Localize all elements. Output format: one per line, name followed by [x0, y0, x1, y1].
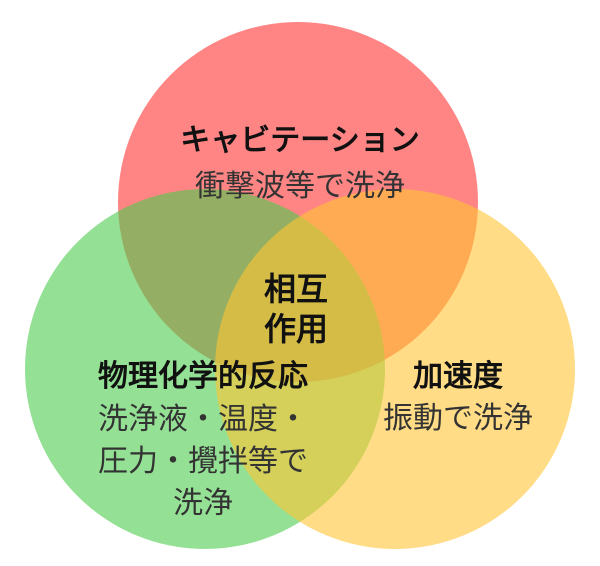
physicochemical-description-line-2: 圧力・攪拌等で — [98, 444, 308, 479]
cavitation-title: キャビテーション — [180, 123, 419, 158]
physicochemical-description-line-3: 洗浄 — [173, 486, 233, 521]
circles-group — [25, 22, 575, 549]
cavitation-description: 衝撃波等で洗浄 — [195, 169, 405, 204]
center-label-line-2: 作用 — [264, 310, 328, 348]
physicochemical-description-line-1: 洗浄液・温度・ — [98, 402, 308, 437]
acceleration-description: 振動で洗浄 — [383, 401, 533, 436]
acceleration-title: 加速度 — [413, 359, 503, 394]
physicochemical-title: 物理化学的反応 — [98, 359, 308, 394]
circle-acceleration — [215, 189, 575, 549]
labels-group: キャビテーション 衝撃波等で洗浄 相互 作用 物理化学的反応 洗浄液・温度・ 圧… — [98, 123, 533, 521]
center-label-line-1: 相互 — [264, 270, 328, 308]
